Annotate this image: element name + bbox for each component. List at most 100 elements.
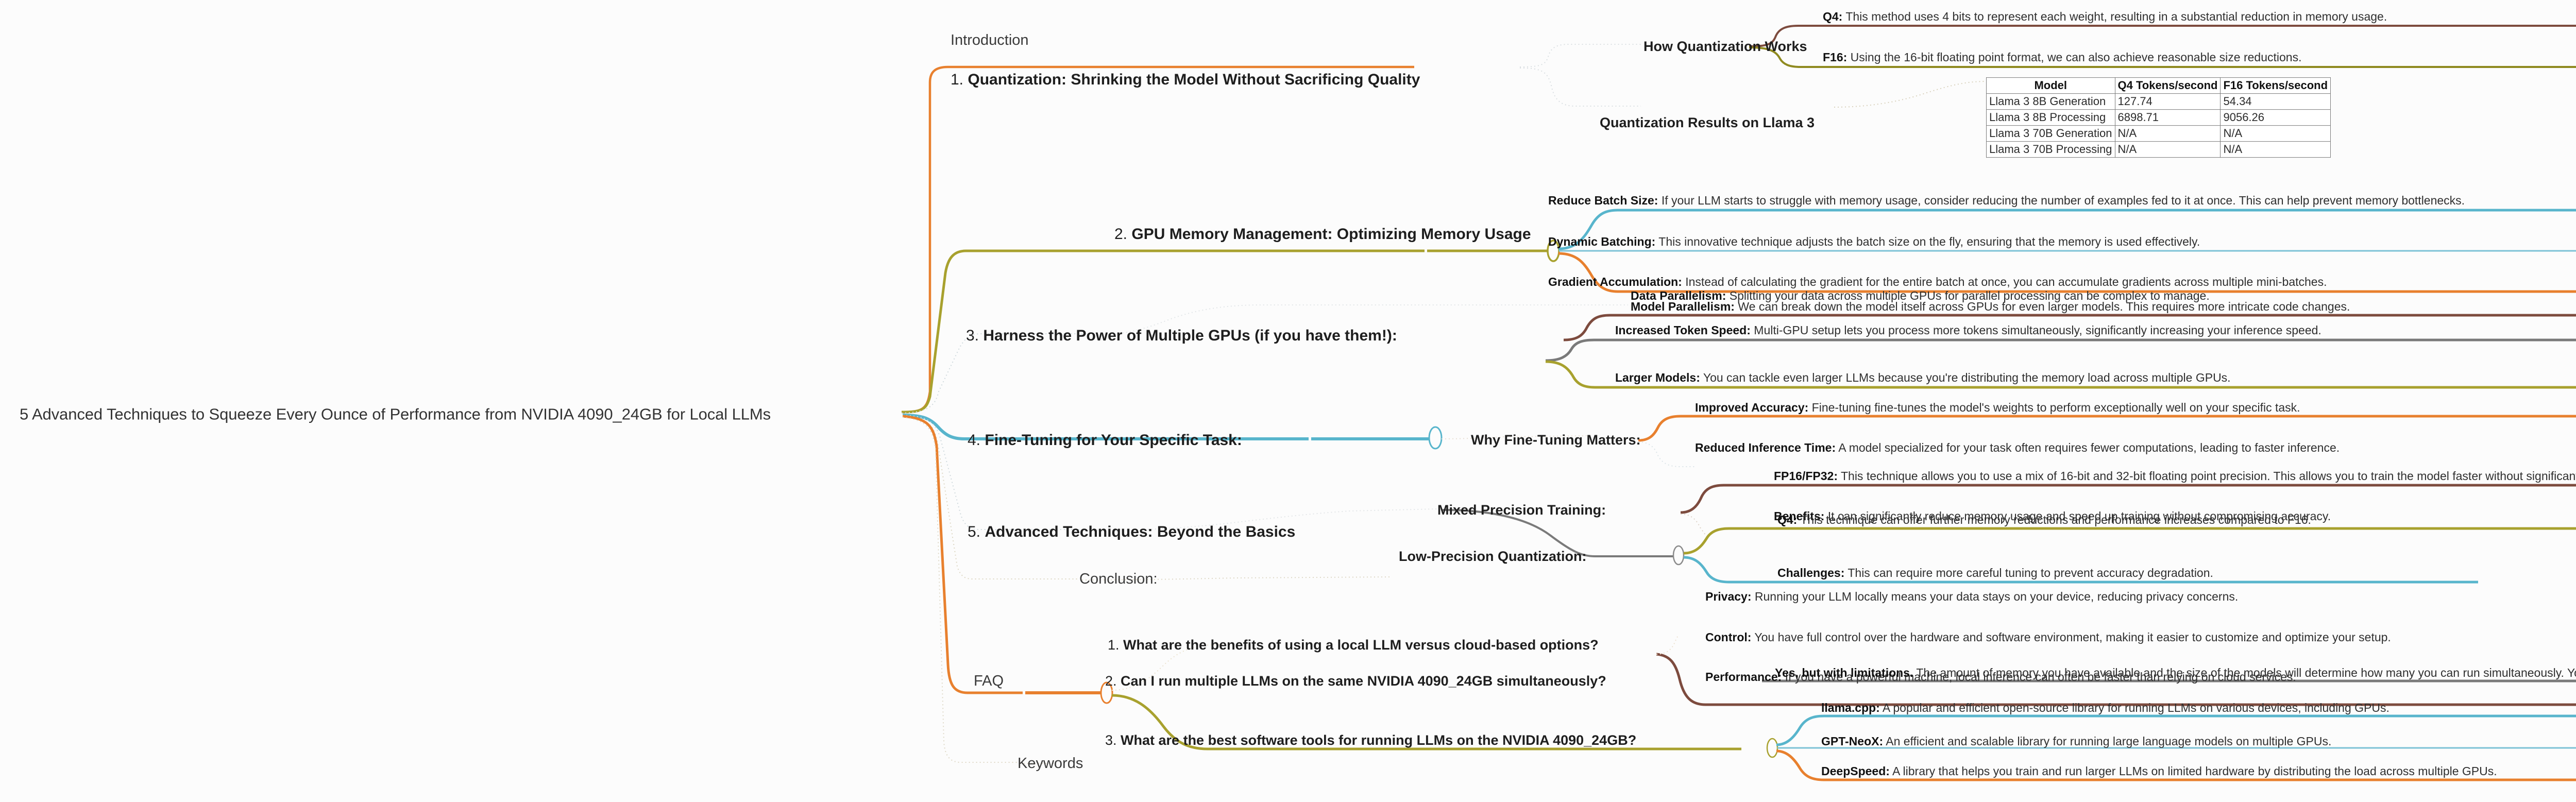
leaf-improved-accuracy-lead: Improved Accuracy: — [1695, 401, 1809, 415]
leaf-increased-token-speed[interactable]: Increased Token Speed: Multi-GPU setup l… — [1615, 323, 2321, 337]
root-node[interactable]: 5 Advanced Techniques to Squeeze Every O… — [20, 405, 771, 423]
subtopic-quantization-results[interactable]: Quantization Results on Llama 3 — [1600, 114, 1815, 130]
leaf-reduce-batch-body: If your LLM starts to struggle with memo… — [1658, 194, 2465, 208]
faq-question-3[interactable]: 3. What are the best software tools for … — [1105, 732, 1636, 748]
leaf-f16-lead: F16: — [1823, 50, 1848, 64]
leaf-benefits-lead: Benefits: — [1774, 509, 1825, 523]
cell-model: Llama 3 8B Processing — [1986, 109, 2115, 126]
cell-f16: N/A — [2220, 125, 2331, 142]
leaf-yes-but-body: The amount of memory you have available … — [1916, 666, 2576, 680]
leaf-data-parallelism[interactable]: Data Parallelism: Splitting your data ac… — [1631, 289, 2210, 303]
branch-conclusion[interactable]: Conclusion: — [1079, 570, 1158, 587]
leaf-performance[interactable]: Performance: If you have a powerful mach… — [1705, 670, 2296, 684]
branch-introduction[interactable]: Introduction — [951, 31, 1029, 48]
subtopic-why-fine-tuning-matters[interactable]: Why Fine-Tuning Matters: — [1471, 432, 1641, 448]
branch-topic-1[interactable]: 1. Quantization: Shrinking the Model Wit… — [951, 71, 1420, 89]
leaf-gradient-accumulation[interactable]: Gradient Accumulation: Instead of calcul… — [1548, 275, 2327, 289]
benchmark-table: Model Q4 Tokens/second F16 Tokens/second… — [1986, 77, 2331, 158]
topic-2-label: GPU Memory Management: Optimizing Memory… — [1131, 226, 1531, 243]
leaf-privacy[interactable]: Privacy: Running your LLM locally means … — [1705, 590, 2238, 604]
topic-4-number: 4. — [968, 432, 981, 449]
cell-q4: N/A — [2114, 141, 2221, 158]
leaf-q4-quantization[interactable]: Q4: This method uses 4 bits to represent… — [1823, 10, 2387, 24]
leaf-gptneox-body: An efficient and scalable library for ru… — [1883, 735, 2332, 748]
branch-keywords[interactable]: Keywords — [1018, 755, 1083, 772]
table-row: Llama 3 70B Processing N/A N/A — [1986, 141, 2331, 158]
leaf-dynamic-batching[interactable]: Dynamic Batching: This innovative techni… — [1548, 235, 2200, 249]
table-row: Llama 3 70B Generation N/A N/A — [1986, 125, 2331, 142]
leaf-deepspeed[interactable]: DeepSpeed: A library that helps you trai… — [1821, 764, 2497, 778]
branch-topic-2[interactable]: 2. GPU Memory Management: Optimizing Mem… — [1114, 226, 1531, 243]
cell-f16: 9056.26 — [2220, 109, 2331, 126]
leaf-challenges-body: This can require more careful tuning to … — [1844, 566, 2213, 580]
leaf-larger-models-body: You can tackle even larger LLMs because … — [1700, 371, 2231, 385]
branch-topic-4[interactable]: 4. Fine-Tuning for Your Specific Task: — [968, 432, 1242, 449]
leaf-data-parallelism-body: Splitting your data across multiple GPUs… — [1726, 289, 2210, 303]
leaf-gptneox-lead: GPT-NeoX: — [1821, 735, 1884, 748]
leaf-f16-quantization[interactable]: F16: Using the 16-bit floating point for… — [1823, 50, 2302, 64]
leaf-model-parallelism-body: We can break down the model itself acros… — [1734, 300, 2350, 314]
leaf-gpt-neox[interactable]: GPT-NeoX: An efficient and scalable libr… — [1821, 735, 2331, 748]
leaf-model-parallelism-lead: Model Parallelism: — [1631, 300, 1735, 314]
leaf-challenges-lead: Challenges: — [1777, 566, 1845, 580]
leaf-fp16fp32-lead: FP16/FP32: — [1774, 469, 1838, 483]
subtopic-how-quantization-works[interactable]: How Quantization Works — [1643, 38, 1807, 54]
topic-3-number: 3. — [966, 327, 979, 345]
cell-model: Llama 3 70B Processing — [1986, 141, 2115, 158]
cell-q4: N/A — [2114, 125, 2221, 142]
table-header-row: Model Q4 Tokens/second F16 Tokens/second — [1986, 77, 2331, 94]
leaf-deepspeed-body: A library that helps you train and run l… — [1889, 764, 2497, 778]
topic-4-label: Fine-Tuning for Your Specific Task: — [985, 432, 1242, 449]
topic-5-label: Advanced Techniques: Beyond the Basics — [985, 523, 1296, 541]
leaf-improved-accuracy[interactable]: Improved Accuracy: Fine-tuning fine-tune… — [1695, 401, 2300, 415]
table-row: Llama 3 8B Generation 127.74 54.34 — [1986, 93, 2331, 110]
leaf-q4-lp-body: This technique can offer further memory … — [1797, 513, 2311, 527]
leaf-reduced-inference-body: A model specialized for your task often … — [1836, 441, 2340, 455]
leaf-q4-lp-lead: Q4: — [1777, 513, 1798, 527]
leaf-low-precision-challenges[interactable]: Challenges: This can require more carefu… — [1777, 566, 2213, 580]
branch-faq[interactable]: FAQ — [974, 672, 1004, 689]
leaf-privacy-lead: Privacy: — [1705, 590, 1752, 604]
quantization-results-table: Model Q4 Tokens/second F16 Tokens/second… — [1986, 77, 2331, 158]
leaf-q4-body: This method uses 4 bits to represent eac… — [1842, 10, 2387, 24]
branch-topic-5[interactable]: 5. Advanced Techniques: Beyond the Basic… — [968, 523, 1295, 541]
leaf-control-lead: Control: — [1705, 630, 1752, 644]
leaf-model-parallelism[interactable]: Model Parallelism: We can break down the… — [1631, 300, 2350, 314]
leaf-deepspeed-lead: DeepSpeed: — [1821, 764, 1890, 778]
faq-question-1[interactable]: 1. What are the benefits of using a loca… — [1108, 637, 1599, 653]
leaf-q4-low-precision[interactable]: Q4: This technique can offer further mem… — [1777, 513, 2311, 527]
cell-f16: N/A — [2220, 141, 2331, 158]
faq-q1-number: 1. — [1108, 637, 1120, 653]
leaf-reduced-inference-time[interactable]: Reduced Inference Time: A model speciali… — [1695, 441, 2340, 455]
leaf-fp16-fp32[interactable]: FP16/FP32: This technique allows you to … — [1774, 469, 2576, 483]
leaf-data-parallelism-lead: Data Parallelism: — [1631, 289, 1726, 303]
leaf-f16-body: Using the 16-bit floating point format, … — [1847, 50, 2302, 64]
branch-topic-3[interactable]: 3. Harness the Power of Multiple GPUs (i… — [966, 327, 1397, 345]
leaf-reduce-batch-size[interactable]: Reduce Batch Size: If your LLM starts to… — [1548, 194, 2465, 208]
leaf-gradient-accum-body: Instead of calculating the gradient for … — [1682, 275, 2327, 289]
table-row: Llama 3 8B Processing 6898.71 9056.26 — [1986, 109, 2331, 126]
leaf-performance-lead: Performance: — [1705, 670, 1782, 684]
leaf-improved-accuracy-body: Fine-tuning fine-tunes the model's weigh… — [1808, 401, 2300, 415]
leaf-llama-cpp[interactable]: llama.cpp: A popular and efficient open-… — [1821, 701, 2389, 715]
leaf-token-speed-body: Multi-GPU setup lets you process more to… — [1750, 323, 2321, 337]
leaf-control-body: You have full control over the hardware … — [1751, 630, 2391, 644]
leaf-control[interactable]: Control: You have full control over the … — [1705, 630, 2391, 644]
subtopic-mixed-precision-training[interactable]: Mixed Precision Training: — [1437, 502, 1606, 518]
topic-1-number: 1. — [951, 71, 964, 89]
leaf-yes-but-limitations[interactable]: Yes, but with limitations. The amount of… — [1775, 666, 2576, 680]
faq-q2-label: Can I run multiple LLMs on the same NVID… — [1121, 673, 1606, 689]
cell-f16: 54.34 — [2220, 93, 2331, 110]
leaf-llamacpp-lead: llama.cpp: — [1821, 701, 1880, 715]
faq-question-2[interactable]: 2. Can I run multiple LLMs on the same N… — [1105, 673, 1606, 689]
leaf-llamacpp-body: A popular and efficient open-source libr… — [1879, 701, 2389, 715]
leaf-larger-models[interactable]: Larger Models: You can tackle even large… — [1615, 371, 2231, 385]
subtopic-low-precision-quantization[interactable]: Low-Precision Quantization: — [1399, 548, 1587, 564]
leaf-mixed-precision-benefits[interactable]: Benefits: It can significantly reduce me… — [1774, 509, 2331, 523]
faq-q2-number: 2. — [1105, 673, 1117, 689]
faq-q3-label: What are the best software tools for run… — [1121, 732, 1637, 748]
faq-q1-label: What are the benefits of using a local L… — [1123, 637, 1599, 653]
leaf-privacy-body: Running your LLM locally means your data… — [1751, 590, 2239, 604]
leaf-fp16fp32-body: This technique allows you to use a mix o… — [1840, 469, 2576, 483]
